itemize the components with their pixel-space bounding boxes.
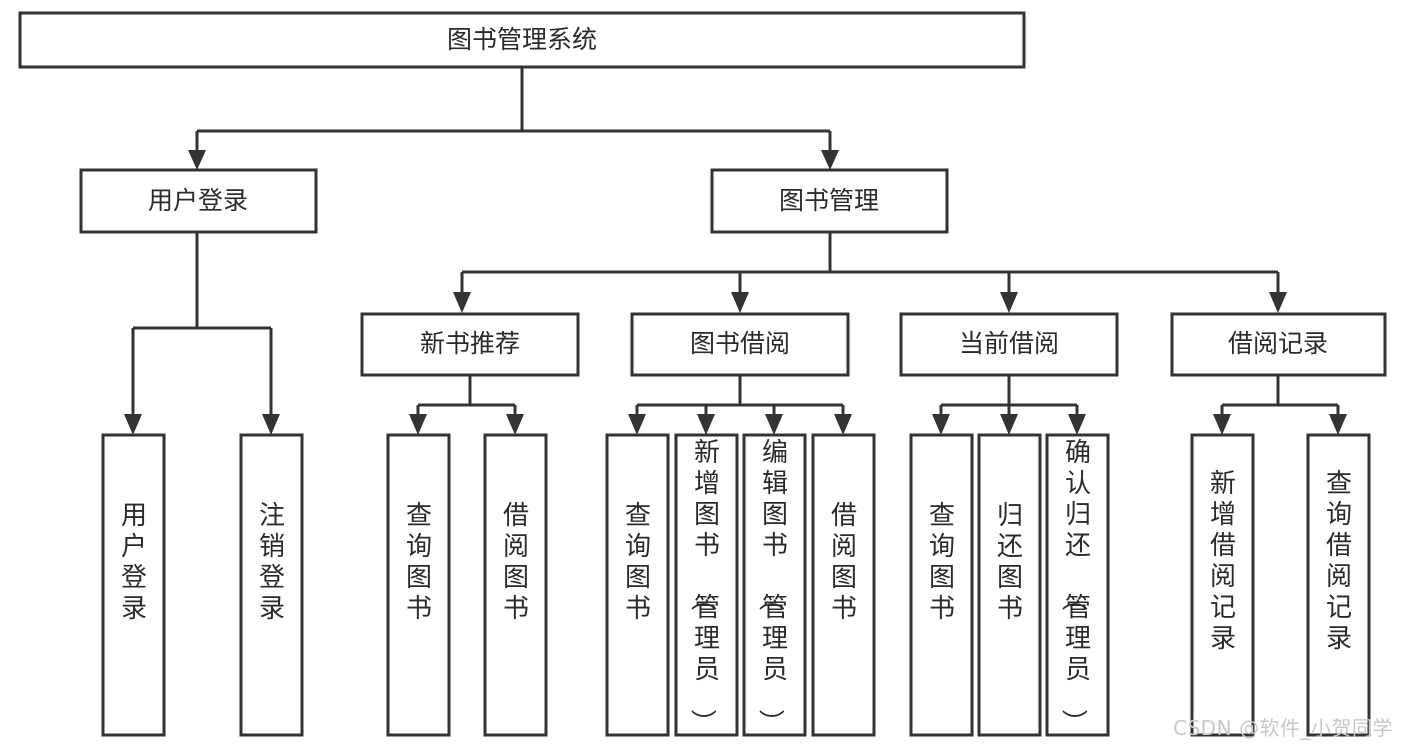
leaf-node-6-box[interactable] [674, 433, 739, 737]
arrow-leaf-13 [1329, 414, 1347, 435]
leaf-node-6-label: 新增图书（管理员） [687, 438, 720, 735]
node-records[interactable]: 借阅记录 [1170, 312, 1387, 377]
leaf-node-13[interactable]: 查询借阅记录 [1306, 433, 1371, 737]
arrow-leaf-10 [1000, 414, 1018, 435]
arrow-leaf-7 [765, 414, 783, 435]
node-bookmgmt[interactable]: 图书管理 [710, 168, 949, 234]
node-records-box[interactable] [1170, 312, 1387, 377]
node-newbook-label: 新书推荐 [420, 329, 520, 358]
arrow-leaf-12 [1213, 414, 1231, 435]
arrow-newbook [453, 292, 471, 313]
leaf-node-3-box[interactable] [386, 433, 451, 737]
node-login-label: 用户登录 [148, 186, 248, 215]
csdn-watermark: CSDN @软件_小贺同学 [1173, 716, 1393, 740]
arrow-leaf-5 [628, 414, 646, 435]
node-borrow-box[interactable] [630, 312, 850, 377]
leaf-node-9[interactable]: 查询图书 [909, 433, 974, 737]
node-login-box[interactable] [79, 168, 318, 234]
leaf-node-9-label: 查询图书 [929, 501, 955, 624]
node-newbook-box[interactable] [360, 312, 580, 377]
arrow-borrow [731, 292, 749, 313]
leaf-node-11-label: 确认归还（管理员） [1058, 438, 1091, 735]
node-bookmgmt-label: 图书管理 [779, 186, 879, 215]
node-login[interactable]: 用户登录 [79, 168, 318, 234]
leaf-node-5[interactable]: 查询图书 [605, 433, 670, 737]
leaf-node-10[interactable]: 归还图书 [977, 433, 1042, 737]
leaf-node-3-label: 查询图书 [406, 501, 432, 624]
node-root[interactable]: 图书管理系统 [18, 11, 1026, 69]
leaf-node-2[interactable]: 注销登录 [239, 433, 304, 737]
leaf-node-2-label: 注销登录 [259, 501, 285, 624]
arrow-leaf-6 [697, 414, 715, 435]
node-records-label: 借阅记录 [1228, 329, 1328, 358]
leaf-node-4[interactable]: 借阅图书 [483, 433, 548, 737]
leaf-node-10-box[interactable] [977, 433, 1042, 737]
leaf-node-8[interactable]: 借阅图书 [811, 433, 876, 737]
leaf-node-9-box[interactable] [909, 433, 974, 737]
leaf-node-1-label: 用户登录 [121, 501, 147, 624]
node-current-label: 当前借阅 [959, 329, 1059, 358]
arrow-leaf-11 [1068, 414, 1086, 435]
leaf-node-12-label: 新增借阅记录 [1210, 469, 1236, 654]
leaf-node-12-box[interactable] [1190, 433, 1255, 737]
leaf-node-13-label: 查询借阅记录 [1326, 469, 1352, 654]
arrow-leaf-9 [932, 414, 950, 435]
leaf-node-7-label: 编辑图书（管理员） [755, 438, 788, 735]
arrow-leaf-2 [262, 414, 280, 435]
leaf-node-1[interactable]: 用户登录 [101, 433, 166, 737]
arrow-bookmgmt [821, 150, 839, 170]
leaf-node-7-box[interactable] [742, 433, 807, 737]
leaf-node-13-box[interactable] [1306, 433, 1371, 737]
leaf-node-10-label: 归还图书 [997, 501, 1023, 624]
leaf-node-2-box[interactable] [239, 433, 304, 737]
leaf-node-6[interactable]: 新增图书（管理员） [674, 433, 739, 737]
arrow-login [188, 150, 206, 170]
leaf-node-11-box[interactable] [1045, 433, 1110, 737]
arrow-current [1000, 292, 1018, 313]
arrow-leaf-4 [506, 414, 524, 435]
node-root-box[interactable] [18, 11, 1026, 69]
leaf-node-1-box[interactable] [101, 433, 166, 737]
node-root-label: 图书管理系统 [447, 25, 597, 54]
arrow-leaf-1 [124, 414, 142, 435]
arrow-leaf-8 [834, 414, 852, 435]
arrow-leaf-3 [409, 414, 427, 435]
leaf-node-11[interactable]: 确认归还（管理员） [1045, 433, 1110, 737]
leaf-node-4-box[interactable] [483, 433, 548, 737]
node-current[interactable]: 当前借阅 [899, 312, 1119, 377]
leaf-node-4-label: 借阅图书 [503, 501, 529, 624]
leaf-node-12[interactable]: 新增借阅记录 [1190, 433, 1255, 737]
leaf-node-7[interactable]: 编辑图书（管理员） [742, 433, 807, 737]
arrow-records [1269, 292, 1287, 313]
node-bookmgmt-box[interactable] [710, 168, 949, 234]
leaf-node-3[interactable]: 查询图书 [386, 433, 451, 737]
leaf-node-8-label: 借阅图书 [831, 501, 857, 624]
node-borrow-label: 图书借阅 [690, 329, 790, 358]
leaf-node-8-box[interactable] [811, 433, 876, 737]
node-borrow[interactable]: 图书借阅 [630, 312, 850, 377]
leaf-node-5-label: 查询图书 [625, 501, 651, 624]
leaf-node-5-box[interactable] [605, 433, 670, 737]
node-newbook[interactable]: 新书推荐 [360, 312, 580, 377]
node-current-box[interactable] [899, 312, 1119, 377]
connector-layer [124, 67, 1347, 435]
